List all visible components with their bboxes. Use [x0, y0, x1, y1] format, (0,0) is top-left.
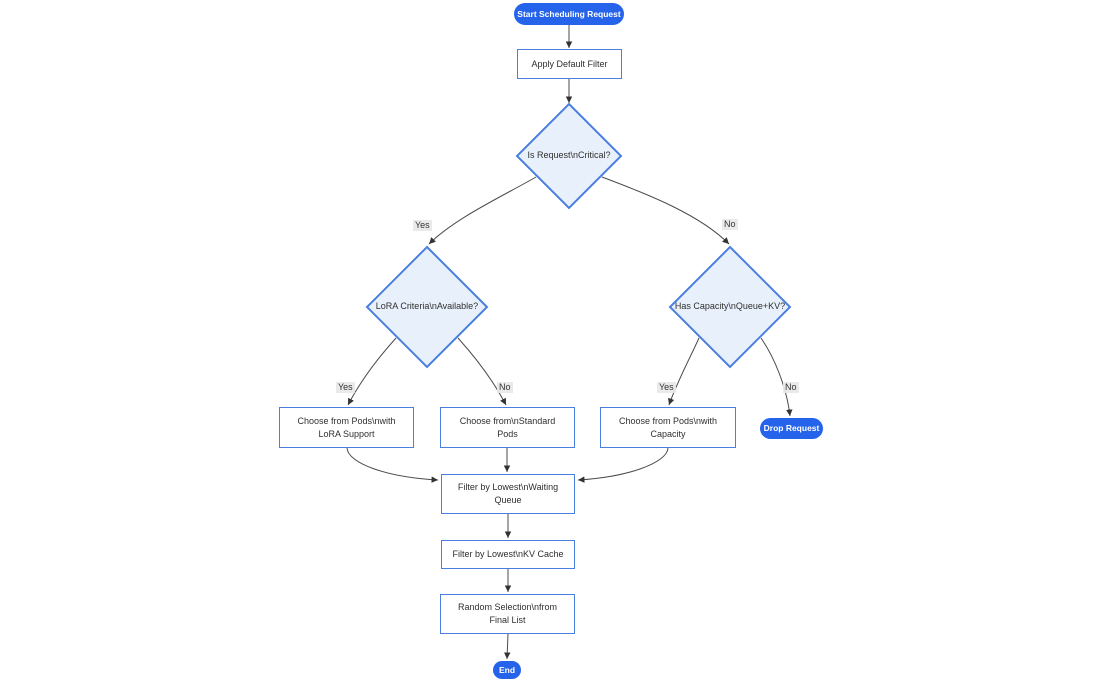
node-filter-kv-cache-label: Filter by Lowest\nKV Cache: [452, 549, 564, 559]
node-filter-waiting-queue-label-line1: Filter by Lowest\nWaiting: [457, 482, 559, 492]
node-choose-pods-capacity-label-line1: Choose from Pods\nwith: [618, 415, 718, 426]
edge-is-request-critical-no-to-has-capacity: [601, 176, 730, 245]
node-start-label: Start Scheduling Request: [517, 8, 621, 19]
edge-random-selection-to-end: [504, 633, 511, 660]
node-drop-request: Drop Request: [760, 418, 823, 439]
node-choose-pods-lora-label-line2: LoRA Support: [318, 428, 375, 439]
edge-label-critical-no: No: [722, 219, 738, 230]
node-drop-request-label: Drop Request: [763, 423, 820, 433]
node-start: Start Scheduling Request: [514, 3, 624, 25]
node-choose-standard-pods: Choose from\nStandard Pods: [440, 407, 575, 448]
edge-label-lora-no: No: [497, 382, 513, 393]
edge-label-lora-yes: Yes: [336, 382, 355, 393]
node-filter-waiting-queue-label-line2: Queue: [494, 495, 522, 505]
edge-label-capacity-no: No: [783, 382, 799, 393]
node-apply-default-filter-label: Apply Default Filter: [531, 58, 608, 69]
edge-choose-pods-capacity-to-filter-waiting-queue: [577, 447, 669, 483]
edge-is-request-critical-yes-to-lora-criteria: [428, 176, 537, 245]
decision-diamond-is-request-critical: [515, 102, 623, 210]
edge-capacity-no-to-drop-request: [760, 337, 793, 417]
node-choose-standard-pods-label-line1: Choose from\nStandard: [459, 415, 556, 426]
edge-choose-pods-lora-to-filter-waiting-queue: [346, 447, 439, 483]
node-apply-default-filter: Apply Default Filter: [517, 49, 622, 79]
edge-label-critical-yes: Yes: [413, 220, 432, 231]
node-choose-pods-lora-label-line1: Choose from Pods\nwith: [297, 415, 396, 426]
node-end-label: End: [498, 664, 516, 675]
node-choose-pods-capacity: Choose from Pods\nwith Capacity: [600, 407, 736, 448]
edge-capacity-yes-to-choose-pods-capacity: [668, 337, 700, 406]
node-random-selection-label-line2: Final List: [489, 615, 526, 625]
node-filter-kv-cache: Filter by Lowest\nKV Cache: [441, 540, 575, 569]
node-choose-pods-capacity-label-line2: Capacity: [650, 428, 686, 439]
node-choose-pods-lora: Choose from Pods\nwith LoRA Support: [279, 407, 414, 448]
node-random-selection: Random Selection\nfrom Final List: [440, 594, 575, 634]
decision-diamond-has-capacity-queue-kv: [668, 245, 792, 369]
node-choose-standard-pods-label-line2: Pods: [497, 428, 518, 439]
edge-lora-no-to-choose-standard-pods: [457, 337, 507, 406]
edge-lora-yes-to-choose-pods-lora: [347, 337, 397, 406]
decision-diamond-lora-criteria-available: [365, 245, 489, 369]
node-filter-waiting-queue: Filter by Lowest\nWaiting Queue: [441, 474, 575, 514]
node-end: End: [493, 661, 521, 679]
node-random-selection-label-line1: Random Selection\nfrom: [457, 602, 558, 612]
edge-label-capacity-yes: Yes: [657, 382, 676, 393]
